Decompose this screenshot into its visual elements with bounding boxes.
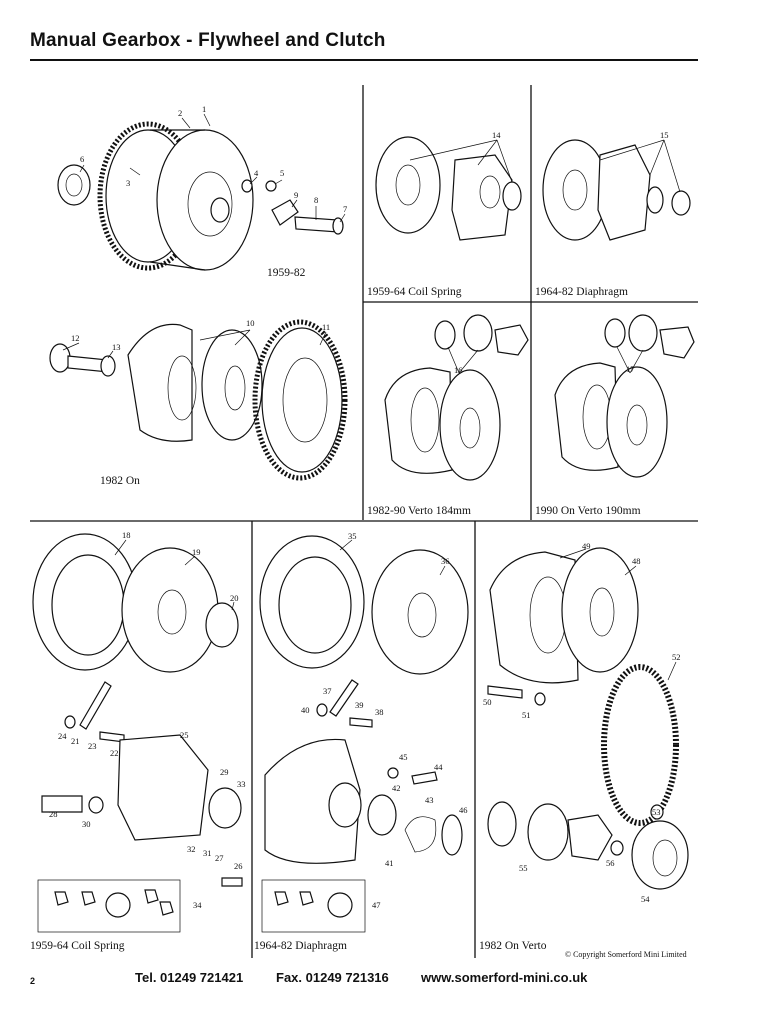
callout-35: 35 <box>348 531 357 541</box>
caption-verto-parts: 1982 On Verto <box>479 940 547 952</box>
verto-190-illustration <box>554 314 695 478</box>
caption-clutch-1959-coil: 1959-64 Coil Spring <box>367 286 462 298</box>
callout-7: 7 <box>343 204 347 214</box>
diaphragm-parts-illustration <box>259 535 469 933</box>
clutch-1964-diaphragm-illustration <box>542 139 691 241</box>
copyright-notice: © Copyright Somerford Mini Limited <box>565 950 687 959</box>
callout-27: 27 <box>215 853 224 863</box>
callout-53: 53 <box>652 807 661 817</box>
callout-38: 38 <box>375 707 384 717</box>
callout-21: 21 <box>71 736 80 746</box>
callout-40: 40 <box>301 705 310 715</box>
caption-flywheel-1959: 1959-82 <box>267 267 306 279</box>
footer-fax: Fax. 01249 721316 <box>276 970 389 985</box>
title-rule <box>30 59 698 61</box>
callout-10: 10 <box>246 318 255 328</box>
caption-coil-spring-parts: 1959-64 Coil Spring <box>30 940 125 952</box>
callout-12: 12 <box>71 333 80 343</box>
callout-23: 23 <box>88 741 97 751</box>
callout-47: 47 <box>372 900 381 910</box>
callout-43: 43 <box>425 795 434 805</box>
caption-flywheel-1982: 1982 On <box>100 475 140 487</box>
callout-11: 11 <box>322 322 330 332</box>
page-title: Manual Gearbox - Flywheel and Clutch <box>30 30 386 51</box>
callout-17: 17 <box>626 364 635 374</box>
callout-54: 54 <box>641 894 650 904</box>
callout-32: 32 <box>187 844 196 854</box>
callout-24: 24 <box>58 731 67 741</box>
caption-verto-184: 1982-90 Verto 184mm <box>367 505 471 517</box>
flywheel-1982-illustration <box>49 319 348 481</box>
footer-website[interactable]: www.somerford-mini.co.uk <box>421 970 588 985</box>
callout-26: 26 <box>234 861 243 871</box>
callout-46: 46 <box>459 805 468 815</box>
callout-49: 49 <box>582 541 591 551</box>
callout-44: 44 <box>434 762 443 772</box>
callout-20: 20 <box>230 593 239 603</box>
clutch-1959-coil-illustration <box>375 136 522 241</box>
callout-1: 1 <box>202 104 206 114</box>
leader-lines <box>62 113 681 681</box>
callout-41: 41 <box>385 858 394 868</box>
callout-numbers: 1 2 3 4 5 6 7 8 9 10 11 12 13 14 15 16 1… <box>49 104 681 910</box>
callout-25: 25 <box>180 730 189 740</box>
verto-parts-illustration <box>487 547 689 890</box>
callout-5: 5 <box>280 168 284 178</box>
callout-39: 39 <box>355 700 364 710</box>
verto-184-illustration <box>384 314 529 481</box>
footer-tel: Tel. 01249 721421 <box>135 970 244 985</box>
callout-36: 36 <box>441 556 450 566</box>
caption-verto-190: 1990 On Verto 190mm <box>535 505 641 517</box>
callout-6: 6 <box>80 154 84 164</box>
callout-28: 28 <box>49 809 58 819</box>
callout-13: 13 <box>112 342 121 352</box>
callout-18: 18 <box>122 530 131 540</box>
page-number: 2 <box>30 976 36 986</box>
callout-51: 51 <box>522 710 531 720</box>
callout-56: 56 <box>606 858 615 868</box>
callout-4: 4 <box>254 168 259 178</box>
callout-29: 29 <box>220 767 229 777</box>
callout-8: 8 <box>314 195 318 205</box>
flywheel-1959-illustration <box>57 121 344 271</box>
callout-15: 15 <box>660 130 669 140</box>
callout-55: 55 <box>519 863 528 873</box>
callout-34: 34 <box>193 900 202 910</box>
callout-19: 19 <box>192 547 201 557</box>
caption-diaphragm-parts: 1964-82 Diaphragm <box>254 940 347 952</box>
callout-3: 3 <box>126 178 130 188</box>
callout-37: 37 <box>323 686 332 696</box>
callout-45: 45 <box>399 752 408 762</box>
callout-33: 33 <box>237 779 246 789</box>
callout-22: 22 <box>110 748 119 758</box>
callout-42: 42 <box>392 783 401 793</box>
callout-16: 16 <box>454 365 463 375</box>
coil-spring-parts-illustration <box>32 533 243 933</box>
callout-30: 30 <box>82 819 91 829</box>
caption-clutch-1964-diaphragm: 1964-82 Diaphragm <box>535 286 628 298</box>
callout-14: 14 <box>492 130 501 140</box>
panel-grid <box>30 85 698 958</box>
callout-52: 52 <box>672 652 681 662</box>
callout-2: 2 <box>178 108 182 118</box>
callout-50: 50 <box>483 697 492 707</box>
callout-9: 9 <box>294 190 298 200</box>
callout-48: 48 <box>632 556 641 566</box>
callout-31: 31 <box>203 848 212 858</box>
